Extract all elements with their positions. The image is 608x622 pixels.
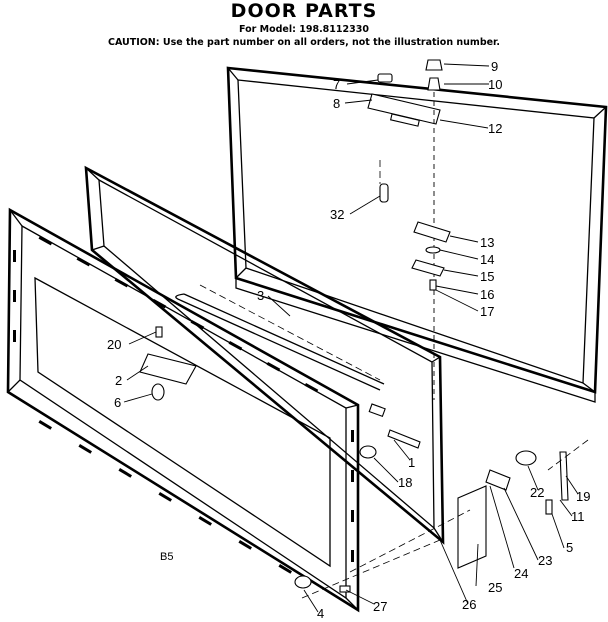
callout-9: 9 (491, 59, 498, 74)
latch-assembly (367, 73, 441, 203)
callout-18: 18 (398, 475, 412, 490)
callout-15: 15 (480, 269, 494, 284)
handle-rod (175, 293, 385, 391)
callout-numbers: 9 10 7 8 12 32 13 14 15 16 17 3 20 2 6 1… (107, 59, 590, 621)
callout-10: 10 (488, 77, 502, 92)
callout-19: 19 (576, 489, 590, 504)
lower-hinge-parts (457, 450, 569, 569)
bottom-parts (294, 575, 351, 593)
model-line: For Model: 198.8112330 (239, 24, 369, 35)
callout-17: 17 (480, 304, 494, 319)
callout-22: 22 (530, 485, 544, 500)
callout-23: 23 (538, 553, 552, 568)
callout-25: 25 (488, 580, 502, 595)
callout-4: 4 (317, 606, 324, 621)
callout-13: 13 (480, 235, 494, 250)
callout-32: 32 (330, 207, 344, 222)
callout-20: 20 (107, 337, 121, 352)
callout-26: 26 (462, 597, 476, 612)
latch-spring-parts (359, 403, 421, 459)
callout-2: 2 (115, 373, 122, 388)
leader-lines (123, 63, 579, 613)
callout-3: 3 (257, 288, 264, 303)
screw-nut-parts (425, 59, 443, 400)
callout-12: 12 (488, 121, 502, 136)
page-title: DOOR PARTS (230, 0, 378, 22)
inner-door-liner (6, 207, 360, 613)
diagram-code: B5 (160, 551, 173, 563)
callout-14: 14 (480, 252, 494, 267)
liner-slots (13, 235, 354, 574)
callout-8: 8 (333, 96, 340, 111)
callout-1: 1 (408, 455, 415, 470)
door-gasket-frame (84, 165, 445, 545)
callout-7: 7 (333, 77, 340, 92)
lamp-parts (139, 326, 197, 401)
hinge-parts (411, 221, 451, 291)
caution-note: CAUTION: Use the part number on all orde… (107, 37, 501, 48)
callout-6: 6 (114, 395, 121, 410)
callout-24: 24 (514, 566, 528, 581)
callout-27: 27 (373, 599, 387, 614)
callout-5: 5 (566, 540, 573, 555)
callout-16: 16 (480, 287, 494, 302)
callout-11: 11 (571, 509, 585, 524)
alignment-lines (199, 160, 589, 599)
